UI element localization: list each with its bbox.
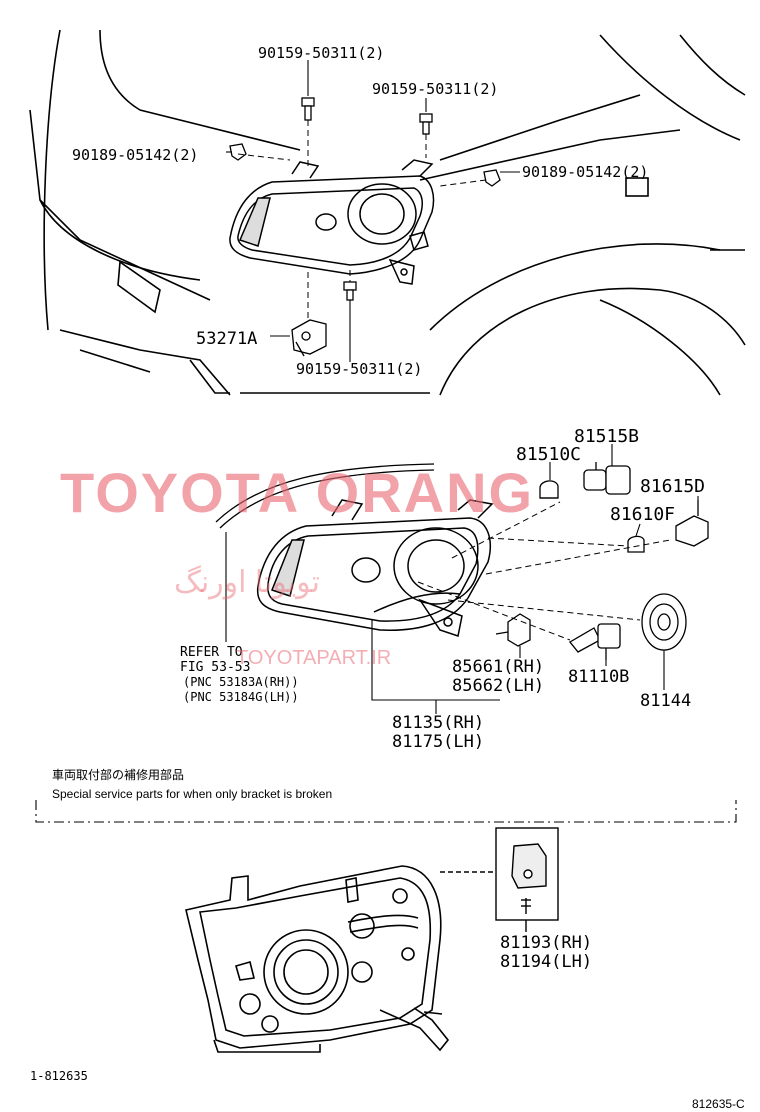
headlamp-rear-view [185,865,450,1053]
socket-81615d-icon [675,500,709,547]
label-bracket-53271a: 53271A [196,329,257,349]
watermark-main-text: TOYOTA ORANG [60,461,534,524]
clip-icon [229,143,247,161]
diagram-code-left: 1-812635 [30,1069,88,1083]
bracket-repair-part [440,827,559,932]
wedge-bulb-81510c-icon [539,480,559,499]
leader-lines-middle [225,444,699,714]
label-bolt-top-right: 90159-50311(2) [372,80,498,98]
bulbs-and-sockets [495,462,709,660]
label-81515b: 81515B [574,426,639,447]
label-clip-right: 90189-05142(2) [522,163,648,181]
vehicle-body-outline [29,29,746,396]
fastener-icons-top [229,97,501,357]
labels-middle: 81515B 81510C 81615D 81610F REFER TO FIG… [180,426,705,752]
label-81144: 81144 [640,691,691,711]
headlamp-assembly-exploded [215,463,494,637]
bolt-icon [343,281,357,301]
label-81194-lh: 81194(LH) [500,952,592,972]
label-81610f: 81610F [610,504,675,525]
label-81175-lh: 81175(LH) [392,732,484,752]
socket-85661-icon [495,613,531,647]
label-bolt-top-left: 90159-50311(2) [258,44,384,62]
clip-icon [483,169,501,187]
label-bolt-bottom: 90159-50311(2) [296,360,422,378]
watermark-arabic-text: تویوتا اورنگ [174,565,320,600]
dashed-guides-top [237,120,487,318]
leader-lines-top [226,60,520,362]
label-85661-rh: 85661(RH) [452,657,544,677]
headlamp-top-view [229,159,435,285]
diagram-code-right: 812635-C [692,1097,745,1111]
service-note: 車両取付部の補修用部品 Special service parts for wh… [52,767,332,801]
wedge-bulb-81610f-icon [627,535,645,553]
labels-top: 90159-50311(2) 90159-50311(2) 90189-0514… [72,44,648,378]
note-japanese: 車両取付部の補修用部品 [52,767,184,782]
bolt-icon [301,97,315,121]
label-refer-line1: REFER TO [180,645,243,660]
bolt-icon [419,113,433,135]
section-divider [35,800,737,823]
label-85662-lh: 85662(LH) [452,676,544,696]
labels-bottom: 81193(RH) 81194(LH) 1-812635 812635-C [30,933,745,1111]
label-refer-line4: (PNC 53184G(LH)) [183,690,299,704]
halogen-bulb-81110b-icon [569,623,621,660]
socket-81515b-icon [583,462,631,495]
note-english: Special service parts for when only brac… [52,787,332,801]
label-refer-line3: (PNC 53183A(RH)) [183,675,299,689]
label-clip-left: 90189-05142(2) [72,146,198,164]
bracket-53271a-icon [291,319,327,357]
label-81510c: 81510C [516,444,581,465]
label-81135-rh: 81135(RH) [392,713,484,733]
watermark-site-text: TOYOTAPART.IR [236,647,391,669]
dashed-guides-middle [417,501,671,641]
label-refer-line2: FIG 53-53 [180,660,250,675]
label-81110b: 81110B [568,667,629,687]
dust-cover-81144-icon [641,593,687,651]
label-81193-rh: 81193(RH) [500,933,592,953]
watermark: TOYOTA ORANG تویوتا اورنگ TOYOTAPART.IR [60,461,534,669]
label-81615d: 81615D [640,476,705,497]
